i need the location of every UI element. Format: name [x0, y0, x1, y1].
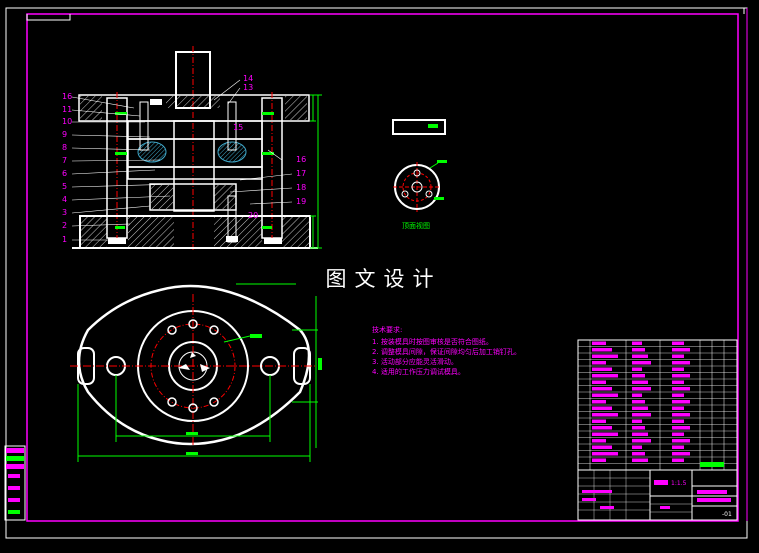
parts-list-cell-text: [672, 406, 684, 410]
parts-list-cell-text: [632, 387, 651, 391]
parts-list-cell-text: [672, 426, 690, 430]
part-numbers-right: 14 13 15 16 17 18 19 20: [233, 74, 306, 220]
title-block-scale: 1:1.5: [671, 480, 687, 487]
parts-list-cell-text: [672, 374, 690, 378]
tech-requirements-title: 技术要求:: [372, 325, 402, 334]
parts-list-cell-text: [592, 439, 606, 443]
parts-list-cell-text: [672, 361, 690, 365]
parts-list-cell-text: [672, 413, 690, 417]
parts-list-cell-text: [672, 432, 684, 436]
tech-requirement-item: 1. 按装模具时按图审核是否符合图纸。: [372, 337, 493, 346]
part-number-17: 17: [296, 169, 306, 178]
technical-requirements: 技术要求: 1. 按装模具时按图审核是否符合图纸。 2. 调整模具间隙，保证间隙…: [372, 325, 521, 376]
parts-list-cell-text: [632, 426, 645, 430]
part-number-20: 20: [248, 211, 258, 220]
parts-list-cell-text: [672, 452, 690, 456]
part-number-2: 2: [62, 221, 67, 230]
parts-list-cell-text: [592, 367, 612, 371]
part-number-1: 1: [62, 235, 67, 244]
plan-view: [70, 283, 322, 462]
parts-list-cell-text: [672, 400, 690, 404]
part-number-8: 8: [62, 143, 67, 152]
parts-list-cell-text: [632, 380, 648, 384]
parts-list-cell-text: [632, 393, 642, 397]
parts-list-cell-text: [672, 380, 684, 384]
tech-requirement-item: 4. 适用的工作压力调试模具。: [372, 367, 465, 376]
parts-list: [577, 339, 738, 471]
parts-list-cell-text: [632, 374, 645, 378]
section-view: [72, 46, 322, 250]
parts-list-cell-text: [592, 413, 618, 417]
parts-list-cell-text: [632, 341, 642, 345]
part-numbers-left: 16 11 10 9 8 7 6 5 4 3 2 1: [62, 92, 72, 244]
part-number-13: 13: [243, 83, 253, 92]
parts-list-cell-text: [632, 445, 642, 449]
parts-list-cell-text: [592, 426, 612, 430]
part-number-19: 19: [296, 197, 306, 206]
parts-list-cell-text: [592, 458, 606, 462]
parts-list-cell-text: [632, 439, 651, 443]
parts-list-cell-text: [672, 387, 690, 391]
detail-view-disc: [393, 160, 447, 212]
part-number-3: 3: [62, 208, 67, 217]
part-number-16b: 16: [296, 155, 306, 164]
parts-list-cell-text: [672, 393, 684, 397]
left-revision-strip: [4, 445, 26, 521]
parts-list-cell-text: [632, 406, 648, 410]
parts-list-cell-text: [592, 432, 618, 436]
watermark: 图文设计: [296, 262, 471, 296]
tech-requirement-item: 3. 活动部分应能灵活滑动。: [372, 357, 458, 366]
parts-list-cell-text: [632, 458, 648, 462]
parts-list-cell-text: [632, 400, 645, 404]
parts-list-cell-text: [592, 361, 606, 365]
detail-view-slot: [392, 119, 446, 135]
detail-view-label: 顶面视图: [402, 221, 430, 230]
part-number-4: 4: [62, 195, 67, 204]
parts-list-cell-text: [632, 452, 645, 456]
parts-list-cell-text: [632, 348, 645, 352]
parts-list-cell-text: [632, 354, 648, 358]
parts-list-cell-text: [632, 361, 651, 365]
parts-list-cell-text: [672, 367, 684, 371]
part-number-6: 6: [62, 169, 67, 178]
title-block-sheet: -01: [722, 511, 732, 518]
part-number-15: 15: [233, 123, 243, 132]
parts-list-cell-text: [672, 348, 690, 352]
parts-list-cell-text: [592, 406, 612, 410]
parts-list-cell-text: [632, 432, 648, 436]
parts-list-cell-text: [592, 452, 618, 456]
parts-list-cell-text: [592, 387, 612, 391]
parts-list-cell-text: [592, 400, 606, 404]
part-number-11: 11: [62, 105, 72, 114]
parts-list-cell-text: [632, 419, 642, 423]
parts-list-cell-text: [672, 354, 684, 358]
parts-list-cell-text: [632, 367, 642, 371]
part-number-9: 9: [62, 130, 67, 139]
parts-list-cell-text: [632, 413, 651, 417]
parts-list-cell-text: [592, 341, 606, 345]
parts-list-cell-text: [672, 458, 684, 462]
parts-list-cell-text: [672, 445, 684, 449]
parts-list-cell-text: [592, 354, 618, 358]
leader-lines: [71, 79, 293, 241]
part-number-14: 14: [243, 74, 253, 83]
parts-list-cell-text: [592, 445, 612, 449]
parts-list-cell-text: [672, 341, 684, 345]
parts-list-cell-text: [592, 393, 618, 397]
part-number-18: 18: [296, 183, 306, 192]
title-block: 1:1.5 -01: [577, 462, 738, 521]
parts-list-cell-text: [672, 419, 684, 423]
part-number-7: 7: [62, 156, 67, 165]
drawing-frame: [5, 7, 748, 539]
parts-list-cell-text: [592, 374, 618, 378]
part-number-16: 16: [62, 92, 72, 101]
part-number-5: 5: [62, 182, 67, 191]
tech-requirement-item: 2. 调整模具间隙，保证间隙均匀后加工销钉孔。: [372, 347, 521, 356]
parts-list-cell-text: [592, 380, 606, 384]
part-number-10: 10: [62, 117, 72, 126]
parts-list-cell-text: [672, 439, 690, 443]
parts-list-cell-text: [592, 419, 606, 423]
parts-list-cell-text: [592, 348, 612, 352]
